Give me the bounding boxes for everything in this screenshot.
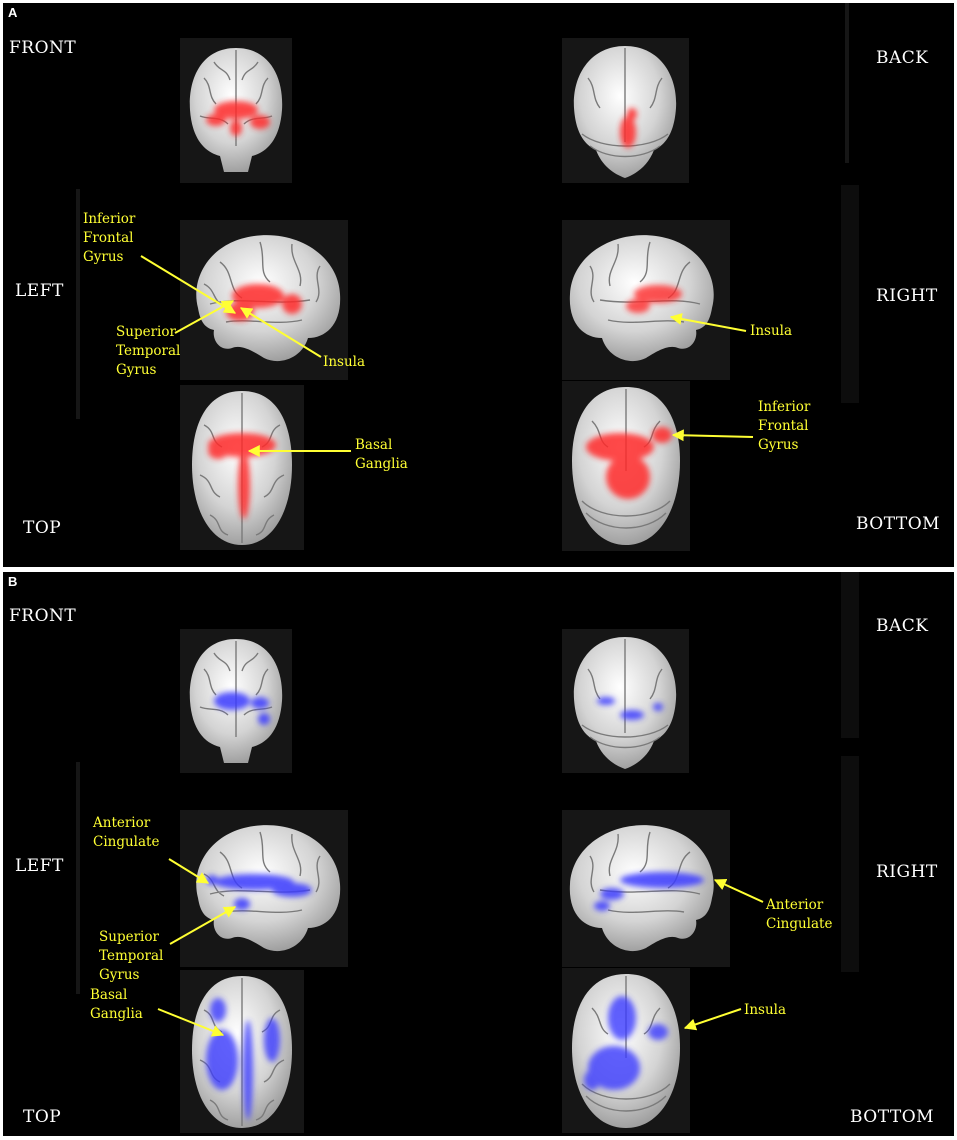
activation-blob	[206, 101, 270, 136]
brain-right-view	[562, 220, 730, 380]
activation-blob	[206, 874, 312, 910]
annotation-anterior-cingulate: Anterior Cingulate	[766, 897, 833, 932]
annotation-insula: Insula	[750, 323, 793, 339]
activation-blob	[584, 996, 668, 1090]
annotation-basal-ganglia: Basal Ganglia	[90, 987, 143, 1022]
brain-top-view	[180, 970, 304, 1133]
brain-back-view	[562, 629, 689, 773]
view-label-right: RIGHT	[876, 862, 938, 882]
annotation-inferior-frontal-gyrus: Inferior Frontal Gyrus	[83, 211, 136, 265]
view-label-front: FRONT	[9, 38, 77, 58]
activation-blob	[620, 108, 637, 148]
panel-b: B FRONT BACK LEFT RIGHT TOP BOTTOM	[3, 572, 954, 1136]
panel-letter: B	[8, 574, 18, 589]
divider-box	[841, 756, 859, 972]
annotation-arrows	[157, 858, 764, 1037]
divider-line	[76, 762, 80, 994]
annotation-anterior-cingulate: Anterior Cingulate	[93, 815, 160, 850]
activation-blob	[626, 285, 682, 313]
divider-line	[845, 3, 849, 163]
panel-letter: A	[8, 5, 18, 20]
brain-front-view	[180, 38, 292, 183]
view-label-front: FRONT	[9, 606, 77, 626]
divider-box	[841, 185, 859, 403]
annotation-superior-temporal-gyrus: Superior Temporal Gyrus	[99, 929, 164, 983]
brain-top-view	[180, 385, 304, 550]
view-label-back: BACK	[876, 48, 929, 68]
view-label-bottom: BOTTOM	[856, 514, 941, 534]
view-label-bottom: BOTTOM	[850, 1107, 935, 1127]
annotation-superior-temporal-gyrus: Superior Temporal Gyrus	[116, 324, 181, 378]
divider-box	[841, 572, 859, 738]
brain-left-view	[180, 810, 348, 967]
brain-right-view	[562, 810, 730, 967]
brain-bottom-view	[562, 968, 690, 1133]
panel-a: A FRONT BACK LEFT RIGHT TOP BOTTOM	[3, 3, 954, 567]
view-label-left: LEFT	[15, 281, 64, 301]
activation-blob	[586, 427, 672, 499]
annotation-basal-ganglia: Basal Ganglia	[355, 437, 408, 472]
divider-line	[76, 189, 80, 419]
annotation-inferior-frontal-gyrus: Inferior Frontal Gyrus	[758, 399, 811, 453]
activation-blob	[594, 872, 704, 911]
brain-bottom-view	[562, 381, 690, 551]
annotation-arrow	[683, 1008, 742, 1031]
view-label-right: RIGHT	[876, 286, 938, 306]
view-label-top: TOP	[23, 518, 62, 538]
activation-blob	[214, 692, 270, 725]
view-label-top: TOP	[23, 1107, 62, 1127]
brain-back-view	[562, 38, 689, 183]
activation-blob	[597, 697, 663, 720]
annotation-insula: Insula	[744, 1002, 787, 1018]
brain-front-view	[180, 629, 292, 773]
view-label-left: LEFT	[15, 856, 64, 876]
view-label-back: BACK	[876, 616, 929, 636]
annotation-arrows	[140, 255, 754, 457]
annotation-insula: Insula	[323, 354, 366, 370]
